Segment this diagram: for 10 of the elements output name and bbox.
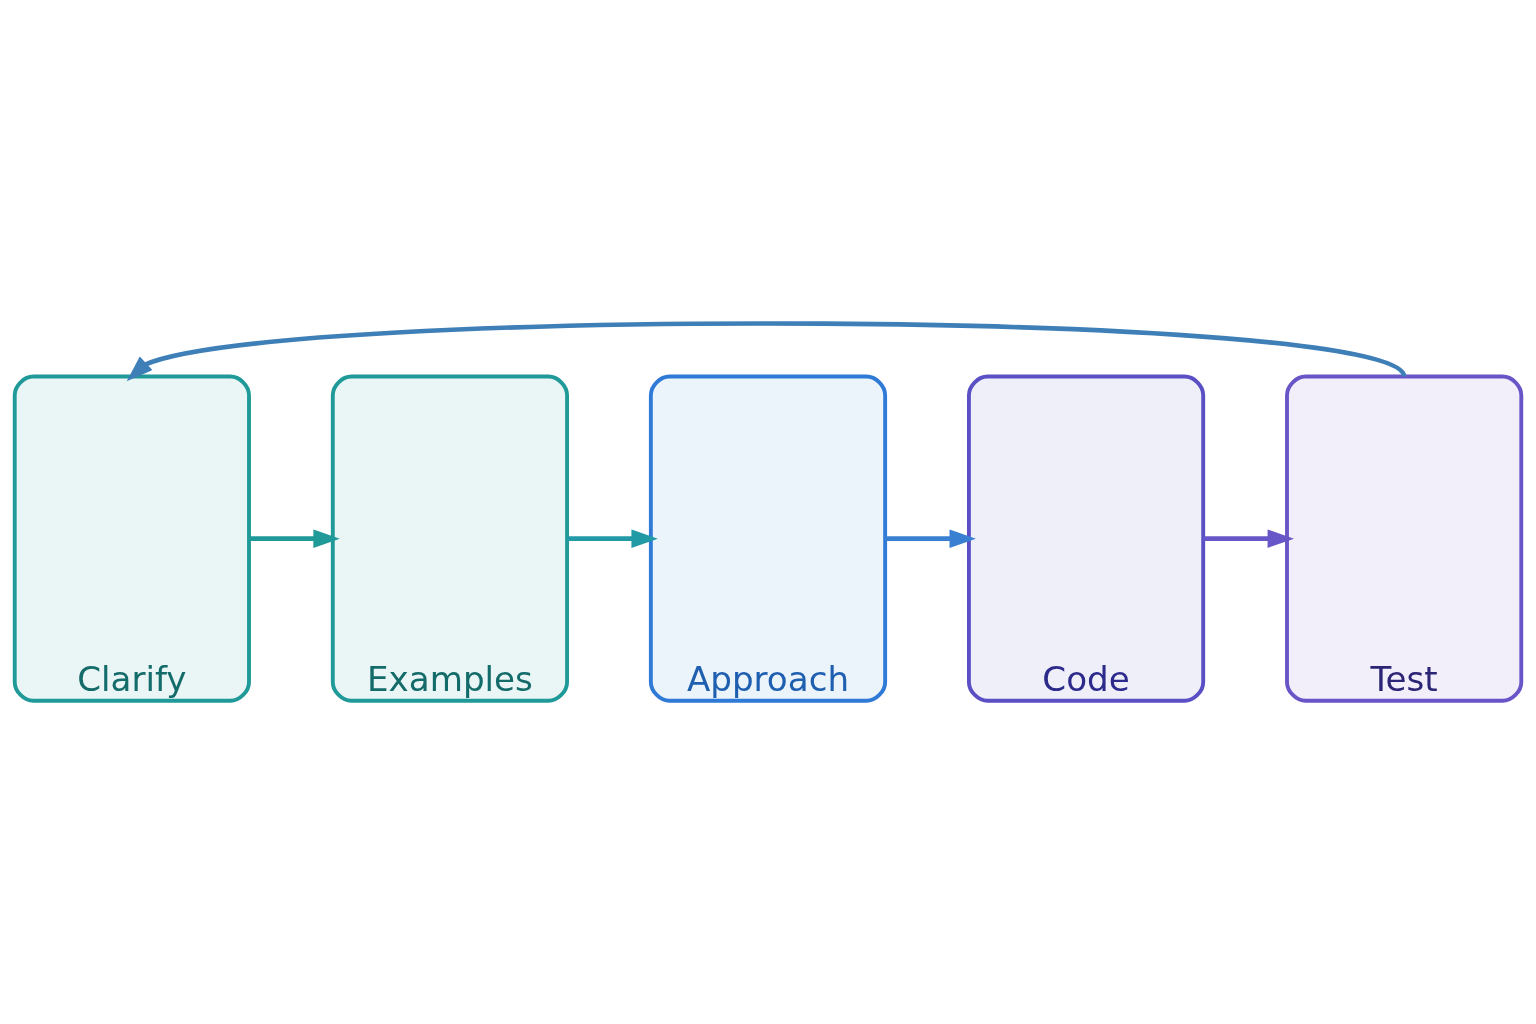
arrow [126,321,1406,382]
arrow [885,529,976,548]
arrow [1203,529,1294,548]
node-box: Examples [330,374,569,703]
node-box: Approach [648,374,888,703]
node-box: Clarify [12,374,251,703]
node-box: Test [1285,374,1524,703]
arrow [567,529,658,548]
node-box: Code [967,374,1206,703]
arrow [249,529,340,548]
